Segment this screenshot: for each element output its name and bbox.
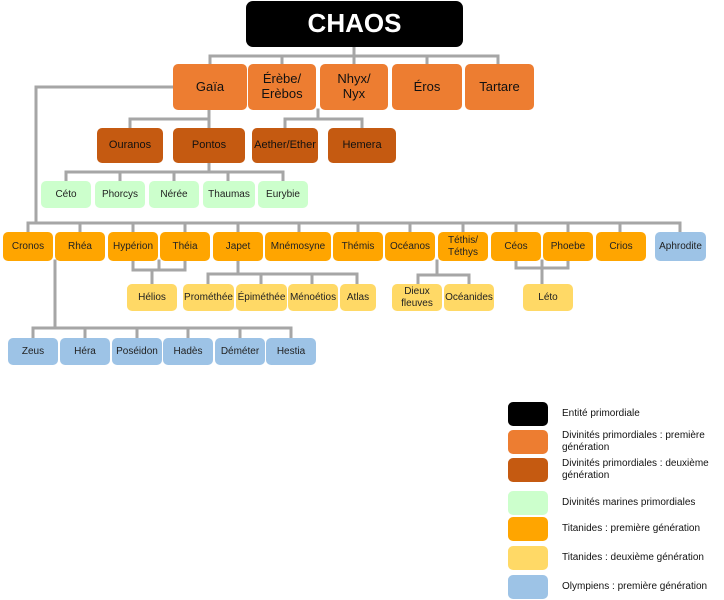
node-theia: Théia <box>160 232 210 261</box>
legend-label: Olympiens : première génération <box>562 581 708 592</box>
node-hades: Hadès <box>163 338 213 365</box>
legend-swatch <box>508 491 548 515</box>
node-zeus: Zeus <box>8 338 58 365</box>
node-ceos: Céos <box>491 232 541 261</box>
node-aether: Aether/Ether <box>252 128 318 163</box>
node-oceanides: Océanides <box>444 284 494 311</box>
node-pontos: Pontos <box>173 128 245 163</box>
legend-item: Titanides : première génération <box>508 517 722 541</box>
node-phoebe: Phoebe <box>543 232 593 261</box>
chaos-node: CHAOS <box>246 1 463 47</box>
node-dieux-fleuves: Dieux fleuves <box>392 284 442 311</box>
legend-swatch <box>508 575 548 599</box>
legend-swatch <box>508 517 548 541</box>
node-gaia: Gaïa <box>173 64 247 110</box>
node-themis: Thémis <box>333 232 383 261</box>
node-aphrodite: Aphrodite <box>655 232 706 261</box>
legend-item: Titanides : deuxième génération <box>508 546 722 570</box>
legend-swatch <box>508 402 548 426</box>
legend-swatch <box>508 546 548 570</box>
node-ouranos: Ouranos <box>97 128 163 163</box>
node-tartare: Tartare <box>465 64 534 110</box>
legend-label: Titanides : première génération <box>562 523 701 534</box>
legend-label: Divinités primordiales : deuxième généra… <box>562 458 709 481</box>
node-demeter: Déméter <box>215 338 265 365</box>
legend-item: Divinités primordiales : deuxième généra… <box>508 458 722 482</box>
node-eros: Éros <box>392 64 462 110</box>
legend-item: Divinités primordiales : première généra… <box>508 430 722 454</box>
legend-item: Olympiens : première génération <box>508 575 724 599</box>
legend-label: Entité primordiale <box>562 408 640 419</box>
legend-label: Divinités primordiales : première généra… <box>562 430 705 453</box>
node-hera: Héra <box>60 338 110 365</box>
node-epimethee: Épiméthée <box>236 284 287 311</box>
legend-swatch <box>508 458 548 482</box>
node-nyx: Nhyx/ Nyx <box>320 64 388 110</box>
node-cronos: Cronos <box>3 232 53 261</box>
node-helios: Hélios <box>127 284 177 311</box>
node-hestia: Hestia <box>266 338 316 365</box>
node-eurybie: Eurybie <box>258 181 308 208</box>
node-hemera: Hemera <box>328 128 396 163</box>
node-neree: Nérée <box>149 181 199 208</box>
legend-item: Divinités marines primordiales <box>508 491 722 515</box>
node-hyperion: Hypérion <box>108 232 158 261</box>
legend-label: Titanides : deuxième génération <box>562 552 704 563</box>
node-ceto: Céto <box>41 181 91 208</box>
node-phorcys: Phorcys <box>95 181 145 208</box>
node-mnemosyne: Mnémosyne <box>265 232 331 261</box>
legend-swatch <box>508 430 548 454</box>
legend-item: Entité primordiale <box>508 402 722 426</box>
node-crios: Crios <box>596 232 646 261</box>
node-atlas: Atlas <box>340 284 376 311</box>
node-poseidon: Poséidon <box>112 338 162 365</box>
node-rhea: Rhéa <box>55 232 105 261</box>
node-menoetios: Ménoétios <box>288 284 338 311</box>
legend-label: Divinités marines primordiales <box>562 497 696 508</box>
node-tethys: Téthis/ Téthys <box>438 232 488 261</box>
node-leto: Léto <box>523 284 573 311</box>
node-promethee: Prométhée <box>183 284 234 311</box>
node-thaumas: Thaumas <box>203 181 255 208</box>
node-japet: Japet <box>213 232 263 261</box>
node-oceanos: Océanos <box>385 232 435 261</box>
node-erebe: Érèbe/ Erèbos <box>248 64 316 110</box>
